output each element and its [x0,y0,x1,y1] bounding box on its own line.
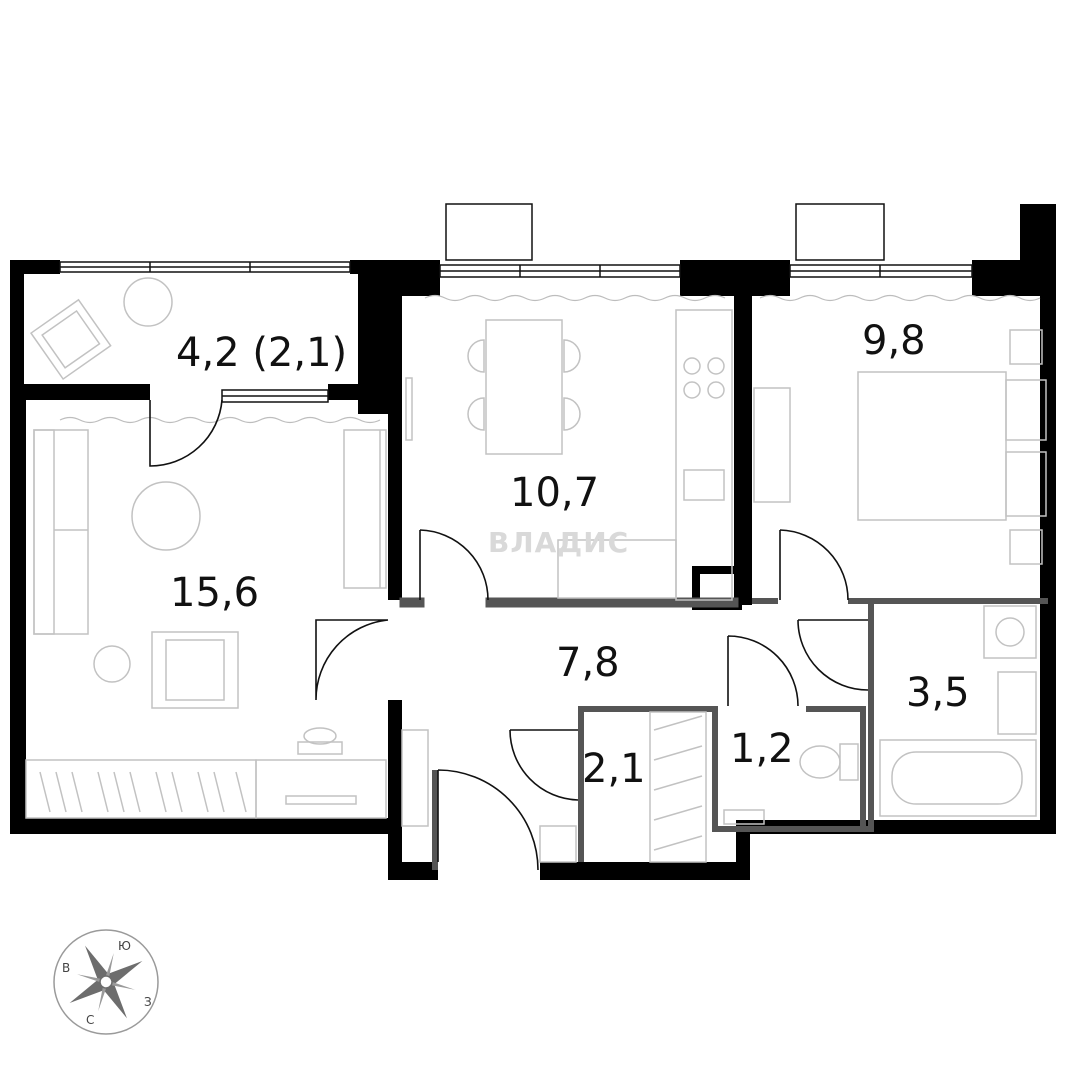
compass-ring [53,929,159,1035]
room-area-bedroom: 9,8 [862,318,926,364]
compass-south-label: Ю [118,939,131,953]
compass: Ю В З С [53,929,159,1035]
compass-east-label: В [62,961,70,975]
room-area-bathroom: 3,5 [906,670,970,716]
partitions [399,597,1048,870]
compass-north-label: С [86,1013,94,1027]
compass-west-label: З [144,995,152,1009]
room-area-kitchen: 10,7 [510,470,599,516]
curtains [59,294,1041,424]
doors [149,399,869,871]
room-area-living: 15,6 [170,570,259,616]
windows [59,203,973,403]
furniture [25,277,1047,863]
compass-star-icon [69,945,143,1019]
room-area-balcony: 4,2 (2,1) [176,330,347,376]
room-area-toilet: 1,2 [730,726,794,772]
watermark-text: ВЛАДИС [488,526,629,559]
bearing-walls [10,204,1056,880]
room-area-hall: 7,8 [556,640,620,686]
room-area-closet: 2,1 [582,746,646,792]
